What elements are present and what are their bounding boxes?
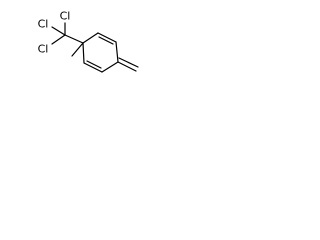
ring-bond-c1-c2	[82, 32, 99, 44]
chlorine-label-top: Cl	[60, 10, 71, 23]
cl-bond-upper-left	[51, 26, 66, 36]
cl-bond-lower-left	[51, 34, 66, 45]
ccl3-bond	[64, 34, 84, 44]
chlorine-label-lower-left: Cl	[38, 43, 49, 56]
chlorine-label-upper-left: Cl	[38, 18, 49, 31]
ring-bond-c5-c6-double	[86, 60, 102, 69]
molecule-structure: Cl Cl Cl	[38, 10, 139, 73]
methyl-bond	[71, 42, 84, 57]
ring-bond-c4-c5	[101, 61, 119, 73]
ring-bond-c2-c3-double	[98, 36, 114, 45]
ring-bond-c2-c3	[97, 32, 117, 43]
ring-bond-c3-c4	[115, 41, 119, 63]
ring-bond-c6-c1	[82, 42, 85, 64]
ring-bond-c5-c6	[83, 62, 103, 73]
methylene-bond-double	[118, 57, 139, 68]
methylene-bond	[117, 61, 137, 72]
